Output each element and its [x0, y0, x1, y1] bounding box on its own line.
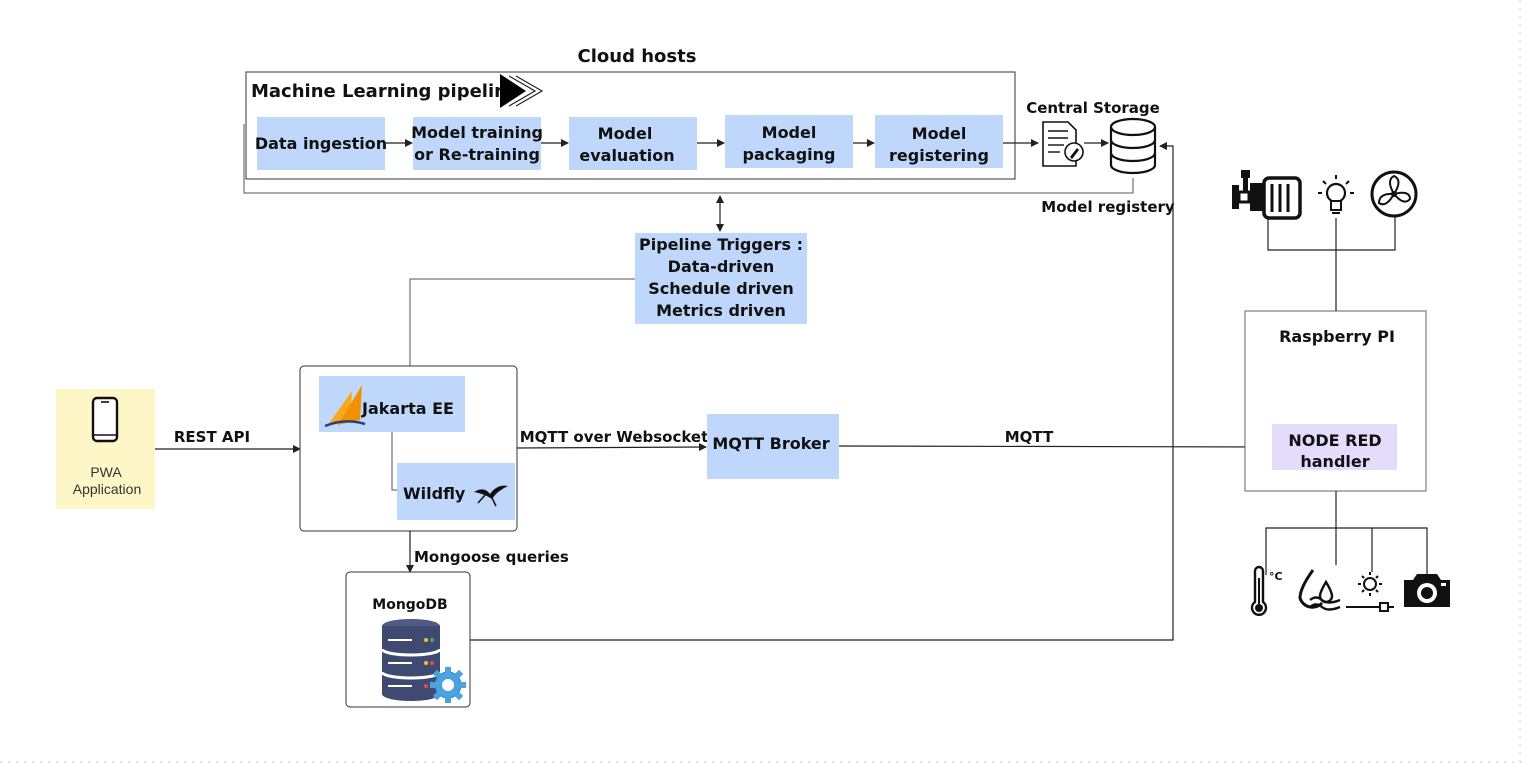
document-edit-icon	[1042, 121, 1084, 167]
pwa-application-box[interactable]: PWA Application	[56, 389, 155, 509]
backend-server-box: Jakarta EE Wildfly	[299, 365, 518, 532]
stage-label-line1: Model	[912, 124, 967, 143]
stage-model-registering[interactable]: Model registering	[875, 115, 1003, 168]
wildfly-label: Wildfly	[403, 484, 466, 503]
central-storage-label: Central Storage	[1026, 99, 1160, 117]
cloud-hosts-title: Cloud hosts	[578, 46, 697, 67]
database-icon	[1109, 117, 1157, 175]
mongodb-box[interactable]: MongoDB	[345, 571, 471, 708]
water-humidity-icon	[1298, 569, 1341, 611]
stage-model-packaging[interactable]: Model packaging	[725, 115, 853, 168]
stage-label-line1: Model	[762, 123, 817, 142]
connector-actuators	[1267, 215, 1396, 311]
stage-label: Data ingestion	[255, 134, 387, 153]
pump-motor-icon	[1232, 170, 1302, 220]
database-server-icon	[380, 619, 442, 701]
trigger-data-driven: Data-driven	[668, 257, 775, 276]
raspberry-pi-label: Raspberry PI	[1279, 327, 1395, 346]
mqtt-label: MQTT	[1005, 428, 1054, 446]
light-sensor-icon	[1346, 572, 1394, 612]
cloud-hosts-group: Cloud hosts Machine Learning pipeline Da…	[243, 46, 1134, 194]
temperature-unit-label: °C	[1269, 570, 1283, 583]
wildfly-bird-icon	[474, 485, 508, 507]
pipeline-title: Machine Learning pipeline	[251, 81, 519, 102]
model-registry-label: Model registery	[1041, 198, 1175, 216]
pwa-label-line2: Application	[73, 481, 142, 497]
smartphone-icon	[91, 396, 119, 443]
arrow-mqtt	[838, 442, 1271, 451]
jakarta-sail-icon	[324, 385, 366, 428]
triggers-title: Pipeline Triggers :	[639, 235, 803, 254]
mongoose-label: Mongoose queries	[414, 548, 569, 566]
gear-icon	[430, 667, 466, 703]
mqtt-websocket-label: MQTT over Websocket	[520, 428, 709, 446]
node-red-label-line1: NODE RED	[1288, 431, 1381, 450]
pipeline-triggers-box: Pipeline Triggers : Data-driven Schedule…	[635, 233, 807, 324]
connector-triggers-jakarta	[409, 278, 635, 366]
rest-api-label: REST API	[174, 428, 250, 446]
jakarta-ee-box[interactable]: Jakarta EE	[319, 376, 465, 432]
node-red-label-line2: handler	[1300, 452, 1369, 471]
pipeline-chevron-icon	[500, 74, 544, 108]
node-red-handler-box[interactable]: NODE RED handler	[1272, 424, 1397, 471]
stage-data-ingestion[interactable]: Data ingestion	[255, 117, 387, 170]
pipeline-frame	[245, 71, 1016, 180]
raspberry-pi-box: Raspberry PI NODE RED handler	[1244, 310, 1427, 492]
stage-label-line1: Model training	[411, 123, 543, 142]
mqtt-broker-box[interactable]: MQTT Broker	[707, 414, 839, 479]
pipeline-frame-back	[243, 124, 1134, 194]
stage-label-line2: or Re-training	[414, 145, 540, 164]
pwa-label-line1: PWA	[90, 464, 122, 480]
trigger-schedule-driven: Schedule driven	[648, 279, 794, 298]
connector-jakarta-wildfly	[391, 432, 397, 491]
trigger-metrics-driven: Metrics driven	[656, 301, 786, 320]
mqtt-broker-label: MQTT Broker	[712, 434, 829, 453]
fan-icon	[1370, 170, 1418, 218]
wildfly-box[interactable]: Wildfly	[397, 463, 515, 520]
stage-label-line2: evaluation	[579, 146, 674, 165]
arrow-mqtt-websocket	[516, 443, 707, 452]
jakarta-label: Jakarta EE	[361, 399, 454, 418]
camera-icon	[1404, 574, 1450, 607]
stage-label-line2: packaging	[743, 145, 836, 164]
stage-model-evaluation[interactable]: Model evaluation	[569, 117, 697, 170]
thermometer-icon: °C	[1250, 565, 1283, 616]
stage-label-line1: Model	[598, 124, 653, 143]
light-bulb-icon	[1318, 175, 1354, 214]
stage-label-line2: registering	[889, 146, 989, 165]
stage-model-training[interactable]: Model training or Re-training	[411, 117, 543, 170]
connector-sensors	[1265, 491, 1428, 575]
connector-mongodb-storage	[470, 142, 1174, 641]
mongodb-label: MongoDB	[372, 597, 447, 613]
